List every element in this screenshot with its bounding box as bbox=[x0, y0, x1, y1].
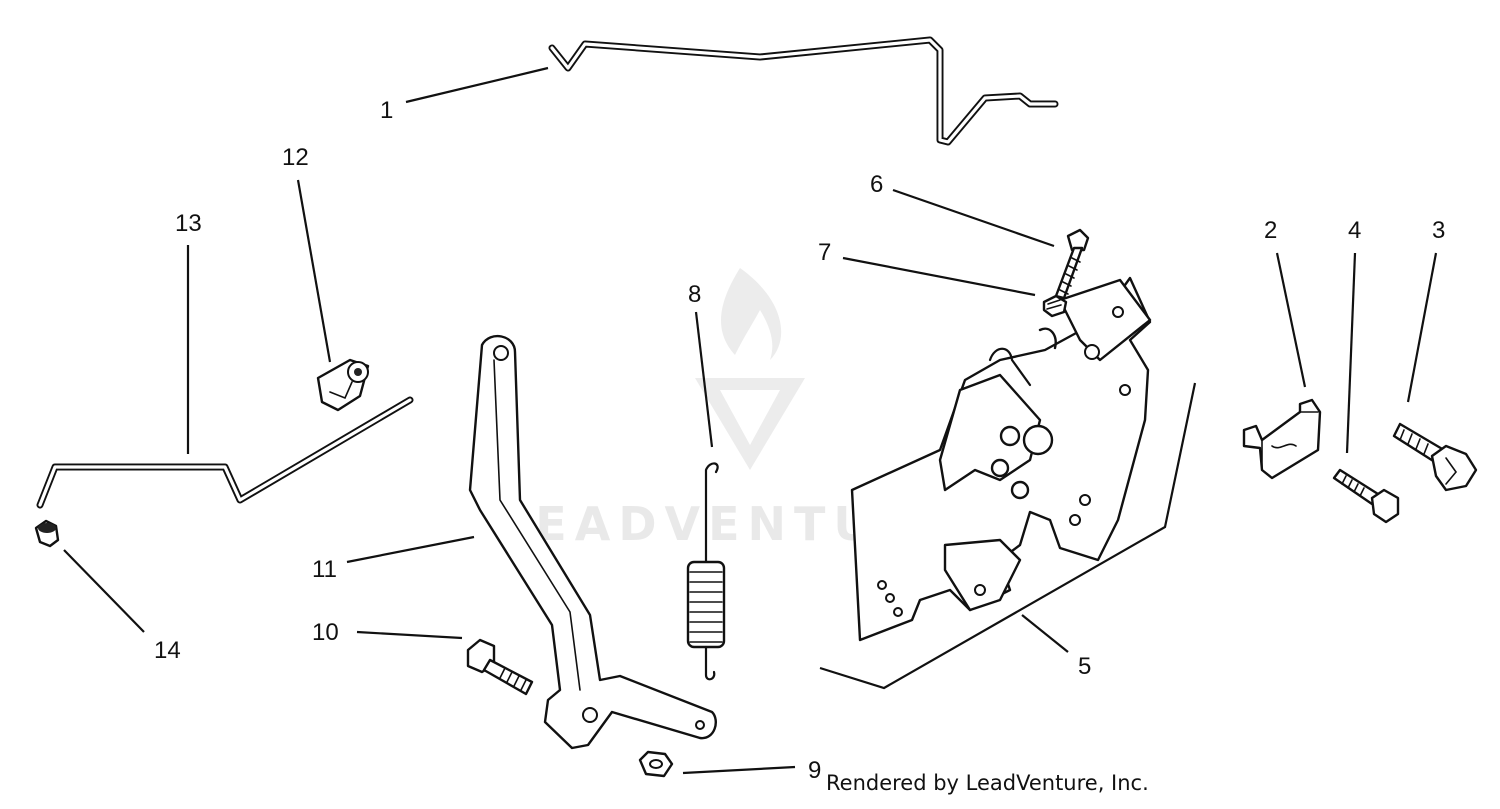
leader-11 bbox=[346, 535, 475, 564]
leader-4 bbox=[1345, 252, 1357, 454]
credit-text: Rendered by LeadVenture, Inc. bbox=[826, 771, 1149, 795]
leader-12 bbox=[296, 179, 332, 363]
callout-10: 10 bbox=[312, 619, 339, 646]
callout-11: 11 bbox=[312, 556, 337, 583]
watermark-v-icon bbox=[695, 378, 805, 470]
part-12-clip bbox=[316, 358, 370, 412]
leader-lines bbox=[63, 66, 1438, 775]
part-7-nut bbox=[1042, 294, 1068, 318]
part-13-rod bbox=[36, 396, 414, 509]
callout-7: 7 bbox=[818, 239, 831, 266]
part-5-plate-assembly bbox=[819, 276, 1197, 690]
part-11-lever bbox=[468, 334, 717, 750]
callout-4: 4 bbox=[1348, 217, 1361, 244]
callout-3: 3 bbox=[1432, 217, 1445, 244]
callout-13: 13 bbox=[175, 210, 202, 237]
callout-14: 14 bbox=[154, 637, 181, 664]
leader-3 bbox=[1406, 252, 1438, 403]
part-10-bolt bbox=[466, 638, 534, 696]
leader-10 bbox=[356, 630, 463, 640]
part-6-screw bbox=[1054, 228, 1090, 300]
callout-9: 9 bbox=[808, 757, 821, 784]
leader-7 bbox=[842, 256, 1036, 297]
part-3-bolt bbox=[1392, 422, 1478, 492]
part-14-cap bbox=[34, 519, 60, 548]
leader-1 bbox=[405, 66, 549, 104]
callout-1: 1 bbox=[380, 97, 393, 124]
leader-8 bbox=[694, 311, 714, 448]
leader-14 bbox=[63, 549, 145, 633]
leader-5 bbox=[1021, 614, 1069, 653]
leader-6 bbox=[892, 188, 1055, 248]
leader-2 bbox=[1275, 252, 1307, 388]
watermark-flame-icon bbox=[721, 268, 782, 360]
part-9-nut bbox=[638, 750, 674, 778]
leader-9 bbox=[682, 765, 796, 775]
callout-2: 2 bbox=[1264, 217, 1277, 244]
part-4-bolt bbox=[1332, 468, 1400, 524]
part-1-rod bbox=[548, 36, 1059, 146]
callout-6: 6 bbox=[870, 171, 883, 198]
callouts: 1 2 3 4 5 6 7 8 9 10 11 12 13 14 bbox=[154, 97, 1445, 784]
part-2-bracket bbox=[1242, 398, 1322, 480]
callout-5: 5 bbox=[1078, 653, 1091, 680]
callout-12: 12 bbox=[282, 144, 309, 171]
part-8-spring bbox=[686, 462, 726, 681]
callout-8: 8 bbox=[688, 281, 701, 308]
